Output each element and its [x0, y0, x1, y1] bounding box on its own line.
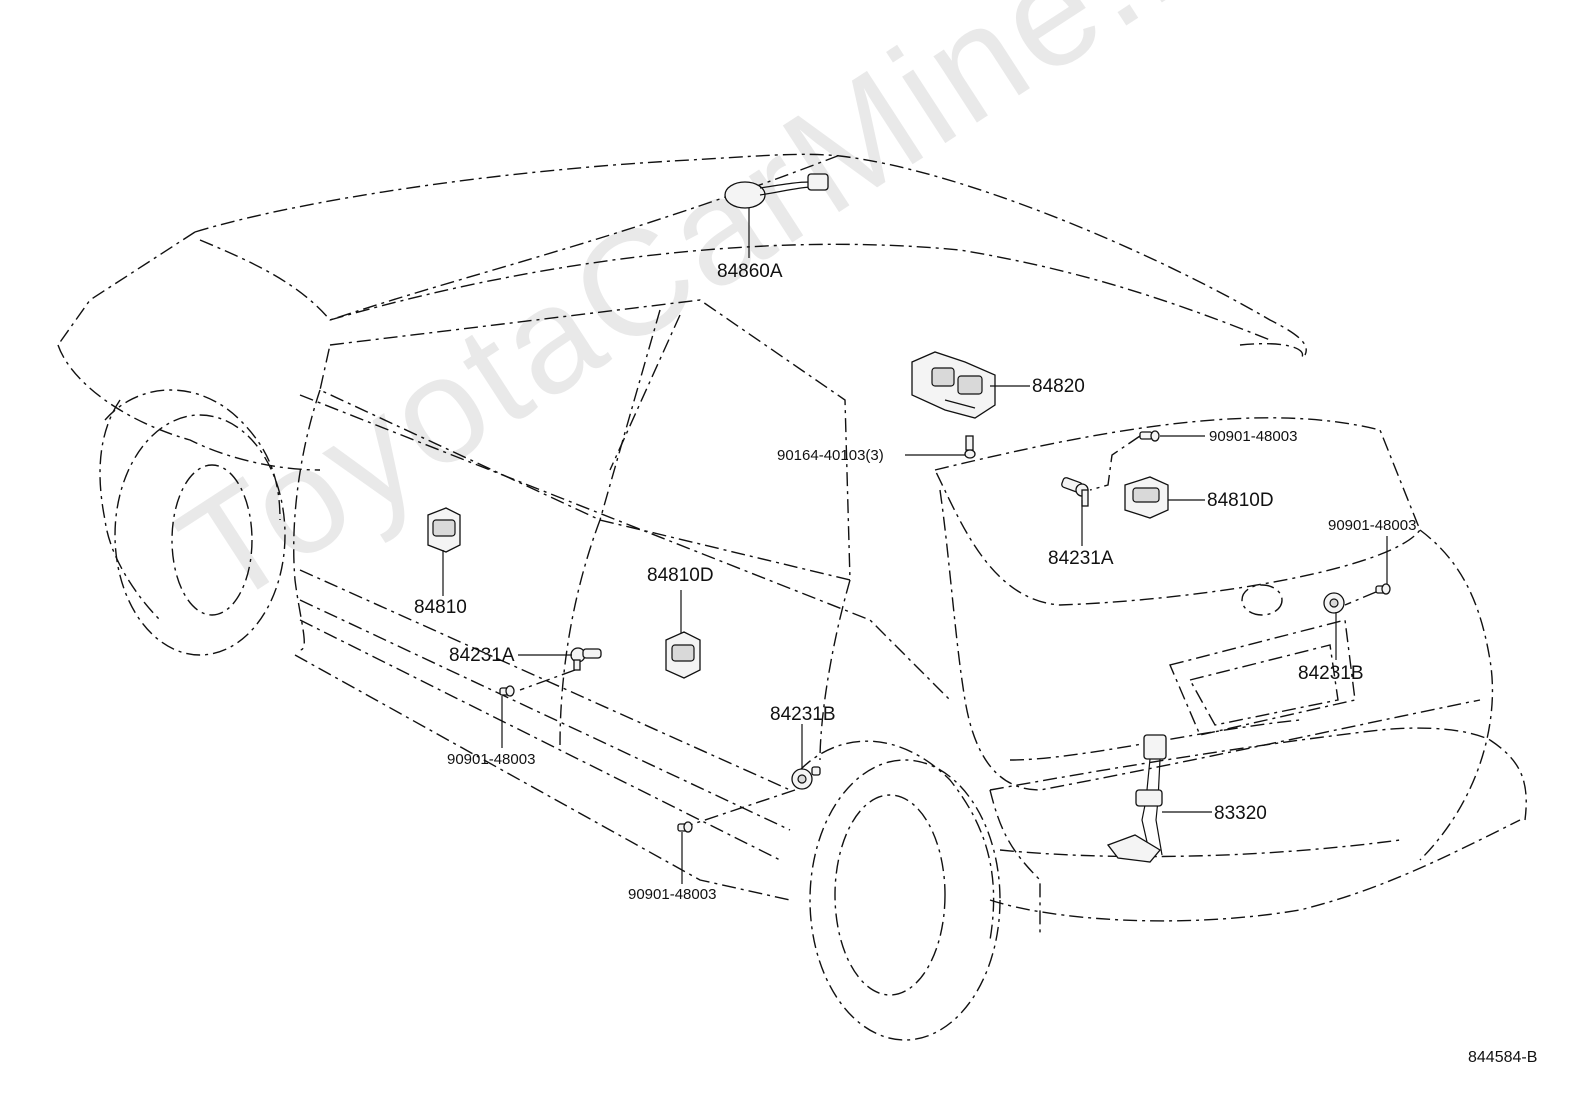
license-plate-area — [1169, 619, 1356, 736]
b-pillar-inner — [609, 314, 681, 471]
callout-side-switch-rear: 84810D — [647, 565, 714, 586]
callout-side-bolt: 90901-48003 — [447, 751, 536, 768]
bumper-sensor-part — [1323, 592, 1345, 614]
rear-body-bottom — [989, 819, 1521, 922]
callout-rear-switch: 84810D — [1207, 490, 1274, 511]
windshield-top — [199, 154, 841, 321]
bolt-link-upper — [1089, 435, 1141, 491]
tailgate-lower — [1009, 719, 1301, 761]
side-sensor-part — [570, 647, 602, 671]
door-front-edge — [293, 389, 321, 651]
rear-wheel-outer — [809, 759, 1001, 1041]
roof-left-edge — [57, 231, 196, 346]
wheel-sensor-part — [791, 766, 821, 790]
rear-right-corner — [1489, 739, 1527, 821]
callout-screw: 90164-40103(3) — [777, 447, 884, 464]
rear-bolt-upper-part — [1139, 430, 1160, 442]
rear-bumper-top — [989, 727, 1491, 791]
wheel-sensor-link — [689, 789, 796, 826]
rear-door-vertical — [819, 579, 851, 761]
callout-door-switch-block: 84820 — [1032, 376, 1085, 397]
rear-switch-part — [1124, 476, 1169, 519]
side-body-line — [299, 394, 951, 701]
side-bolt-part — [499, 685, 515, 697]
tailgate-outline — [939, 489, 1481, 791]
callout-rear-sensor-left: 84231A — [1048, 548, 1114, 569]
front-fender — [99, 399, 161, 621]
screw-part — [964, 435, 976, 459]
callout-bumper-sensor: 84231B — [1298, 663, 1364, 684]
bolt-link-bumper — [1344, 591, 1377, 606]
roof-sensor-part — [724, 173, 829, 209]
callout-lower-bolt: 90901-48003 — [628, 886, 717, 903]
rear-bumper-bottom — [999, 839, 1401, 858]
rear-window-outer — [934, 417, 1421, 606]
callout-rear-bolt-upper: 90901-48003 — [1209, 428, 1298, 445]
spoiler — [1239, 342, 1304, 361]
b-pillar — [599, 309, 661, 521]
rocker-line-1 — [299, 569, 791, 791]
harness-part — [1106, 734, 1167, 863]
callout-side-sensor: 84231A — [449, 645, 515, 666]
tailgate-right — [1419, 529, 1494, 861]
roof-inner-line — [329, 243, 1271, 341]
callout-roof-sensor: 84860A — [717, 261, 783, 282]
license-plate-inner — [1188, 644, 1339, 726]
rocker-line-3 — [299, 619, 781, 861]
hood-front — [57, 344, 321, 471]
rear-sensor-left-part — [1061, 477, 1089, 507]
rear-wheel-inner — [834, 794, 946, 996]
front-arch — [104, 389, 281, 521]
rear-wheel-arch — [799, 740, 995, 941]
callout-wheel-sensor: 84231B — [770, 704, 836, 725]
callout-harness: 83320 — [1214, 803, 1267, 824]
door-switch-block-part — [911, 351, 996, 419]
rear-door-edge — [559, 519, 601, 746]
side-sensor-link — [519, 669, 576, 691]
lower-bolt-part — [677, 821, 693, 833]
front-wheel-inner — [171, 464, 253, 616]
front-wheel-outer — [114, 414, 286, 656]
rear-bumper-left — [989, 789, 1041, 935]
side-switch-front-part — [427, 507, 461, 553]
front-window-frame — [319, 299, 851, 581]
rocker-line-2 — [299, 599, 791, 831]
callout-bumper-bolt: 90901-48003 — [1328, 517, 1417, 534]
rear-emblem — [1241, 584, 1283, 616]
sill-bottom — [294, 654, 791, 901]
diagram-code: 844584-B — [1468, 1049, 1538, 1066]
roof-outline — [194, 153, 1307, 356]
side-switch-rear-part — [665, 631, 701, 679]
callout-side-switch-front: 84810 — [414, 597, 467, 618]
bumper-bolt-part — [1375, 583, 1391, 595]
